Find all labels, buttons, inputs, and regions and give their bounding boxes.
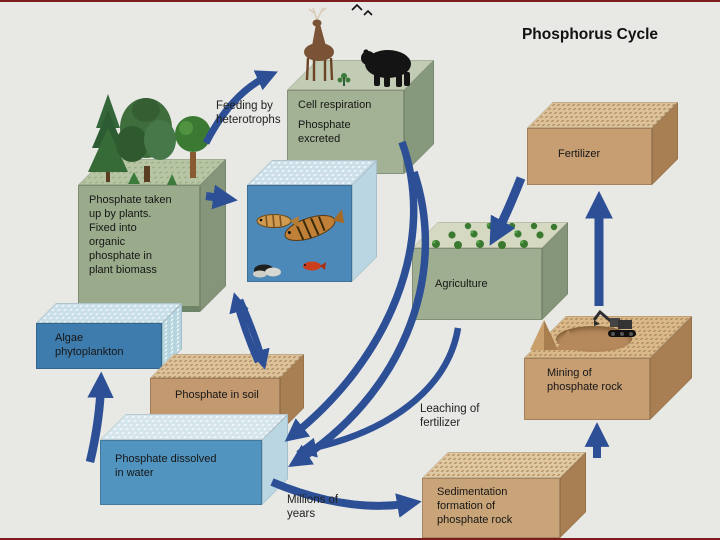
soil-label: Phosphate in soil — [175, 389, 259, 401]
block-algae-front: Algae phytoplankton — [36, 323, 162, 369]
conifer-tree-icon — [88, 94, 128, 182]
arrow-fertilizer-to-agriculture — [489, 176, 526, 246]
arrow-excreted-to-water-sweep — [288, 170, 430, 467]
block-water-front — [247, 185, 352, 282]
round-tree-icon — [175, 116, 211, 178]
sand-piles-icon — [530, 320, 580, 350]
striped-fish-icon — [284, 209, 345, 241]
arrow-excreted-to-dissolved-sweep — [284, 140, 418, 442]
sedimentation-label: Sedimentation formation of phosphate roc… — [437, 486, 513, 527]
feeding-label: Feeding by heterotrophs — [216, 100, 281, 127]
deer-icon — [304, 7, 334, 81]
bear-icon — [361, 49, 411, 87]
fish-scene — [253, 209, 345, 278]
algae-label: Algae phytoplankton — [55, 332, 124, 359]
arrow-leaching-of-fertilizer — [296, 327, 462, 458]
mining-label: Mining of phosphate rock — [547, 367, 623, 394]
sprig-icon — [337, 73, 351, 86]
red-fish-icon — [303, 261, 326, 271]
block-algae: Algae phytoplankton — [36, 303, 182, 369]
bottom-border-line — [0, 538, 720, 540]
forest-trees-icon — [88, 94, 211, 185]
block-dissolved-front: Phosphate dissolved in water — [100, 440, 262, 505]
rocks-icon — [253, 264, 281, 278]
heterotrophs-scene — [304, 3, 411, 87]
birds-icon — [351, 3, 373, 16]
respiration-label-1: Cell respiration — [298, 99, 372, 111]
arrow-dissolved-to-algae — [85, 371, 114, 463]
block-agriculture-front: Agriculture — [412, 248, 542, 320]
arrow-water-to-soil-down — [237, 298, 270, 370]
block-sedimentation: Sedimentation formation of phosphate roc… — [422, 452, 586, 538]
block-mining-front: Mining of phosphate rock — [524, 358, 650, 420]
block-agriculture: Agriculture — [412, 222, 568, 320]
block-sedimentation-front: Sedimentation formation of phosphate roc… — [422, 478, 560, 538]
respiration-label-2: Phosphate excreted — [298, 119, 351, 146]
block-plants: Phosphate taken up by plants. Fixed into… — [78, 159, 226, 312]
block-mining: Mining of phosphate rock — [524, 316, 692, 420]
agriculture-label: Agriculture — [435, 278, 488, 290]
crops-icon — [432, 222, 558, 249]
excavator-icon — [592, 309, 636, 337]
leaching-label: Leaching of fertilizer — [420, 403, 480, 430]
bushy-tree-icon — [116, 98, 176, 182]
block-water — [247, 160, 377, 282]
millions-label: Millions of years — [287, 494, 339, 521]
arrow-millions-of-years — [270, 478, 422, 518]
block-dissolved: Phosphate dissolved in water — [100, 414, 288, 505]
top-border-line — [0, 0, 720, 2]
block-fertilizer-front: Fertilizer — [527, 128, 652, 185]
block-plants-front: Phosphate taken up by plants. Fixed into… — [78, 185, 200, 312]
plants-label: Phosphate taken up by plants. Fixed into… — [89, 194, 172, 277]
arrow-feeding-heterotrophs — [202, 70, 278, 145]
seedling-icons — [128, 172, 177, 185]
orange-fish-icon — [256, 214, 299, 228]
arrow-plants-to-water — [205, 184, 238, 210]
diagram-title: Phosphorus Cycle — [521, 26, 659, 43]
fertilizer-label: Fertilizer — [558, 148, 601, 160]
dissolved-label: Phosphate dissolved in water — [115, 453, 217, 480]
block-fertilizer: Fertilizer — [527, 102, 678, 185]
